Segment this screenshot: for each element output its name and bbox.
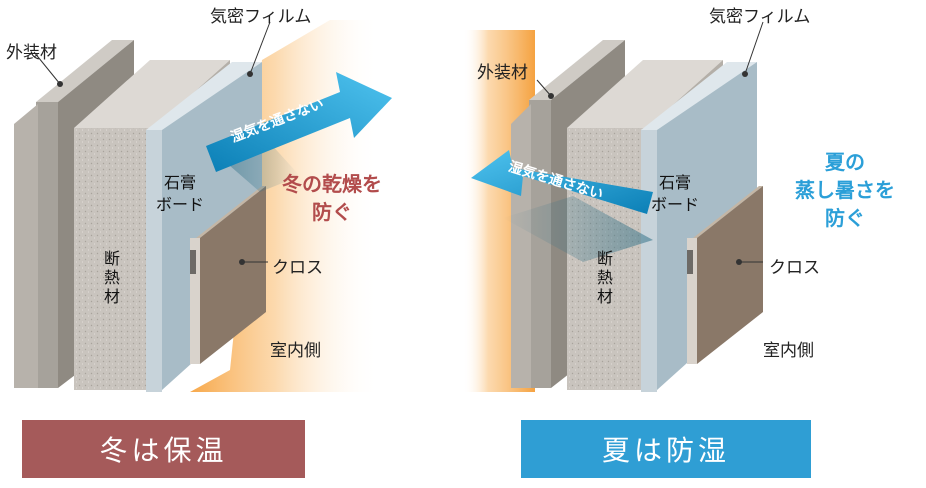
board-clip (687, 250, 693, 274)
exterior-front (529, 100, 551, 388)
cloth-edge (687, 238, 697, 364)
exterior-edge (14, 104, 38, 388)
leader-exterior (33, 51, 61, 85)
gypsum-edge (641, 130, 657, 392)
insulation-front (74, 128, 154, 390)
exterior-front (36, 102, 58, 388)
cloth-face (697, 186, 763, 364)
leader-dot-cloth (239, 259, 245, 265)
summer-caption-text: 夏は防湿 (601, 434, 730, 467)
moisture-arrow (206, 72, 392, 172)
exterior-edge (511, 104, 531, 388)
leader-dot-exterior (57, 81, 63, 87)
gypsum-top (641, 62, 757, 130)
cloth-face (200, 186, 266, 364)
board-clip (190, 250, 196, 274)
leader-dot-film (247, 71, 253, 77)
gypsum-top (146, 62, 262, 130)
moisture-shadow (503, 196, 653, 262)
winter-caption-text: 冬は保温 (99, 434, 228, 467)
insulation-top (74, 60, 230, 128)
cloth-top (196, 186, 266, 238)
summer-message: 夏の 蒸し暑さを 防ぐ (795, 150, 895, 230)
cloth-top (693, 186, 763, 238)
winter-wall-illustration (14, 20, 392, 392)
label-cloth: クロス (272, 258, 323, 278)
label-exterior: 外装材 (6, 43, 57, 63)
label-indoor: 室内側 (763, 341, 814, 361)
summer-caption-banner: 夏は防湿 (521, 420, 811, 478)
leader-dot-cloth (736, 259, 742, 265)
label-airtight-film: 気密フィルム (210, 7, 312, 27)
cloth-edge (190, 238, 200, 364)
moisture-arrow (471, 150, 653, 214)
label-cloth: クロス (769, 258, 820, 278)
gypsum-edge (146, 130, 162, 392)
label-insulation: 断熱材 (594, 250, 613, 307)
insulation-top (567, 60, 723, 128)
exterior-top (529, 40, 625, 100)
summer-diagram: 外装材 気密フィルム 断熱材 石膏 ボード クロス 室内側 湿気を通さない 夏の… (463, 0, 926, 400)
leader-film (744, 21, 764, 75)
label-gypsum-board: 石膏 ボード (651, 173, 700, 214)
winter-caption-banner: 冬は保温 (22, 420, 305, 478)
label-airtight-film: 気密フィルム (709, 7, 811, 27)
winter-message: 冬の乾燥を 防ぐ (282, 172, 382, 224)
leader-film (249, 21, 271, 75)
leader-exterior (536, 79, 552, 97)
label-insulation: 断熱材 (101, 250, 120, 307)
label-exterior: 外装材 (477, 63, 528, 83)
label-indoor: 室内側 (270, 341, 321, 361)
winter-diagram: 外装材 気密フィルム 断熱材 石膏 ボード クロス 室内側 湿気を通さない 冬の… (0, 0, 463, 400)
label-gypsum-board: 石膏 ボード (156, 173, 205, 214)
leader-dot-film (742, 71, 748, 77)
summer-wall-illustration (463, 21, 764, 392)
leader-dot-exterior (548, 93, 554, 99)
